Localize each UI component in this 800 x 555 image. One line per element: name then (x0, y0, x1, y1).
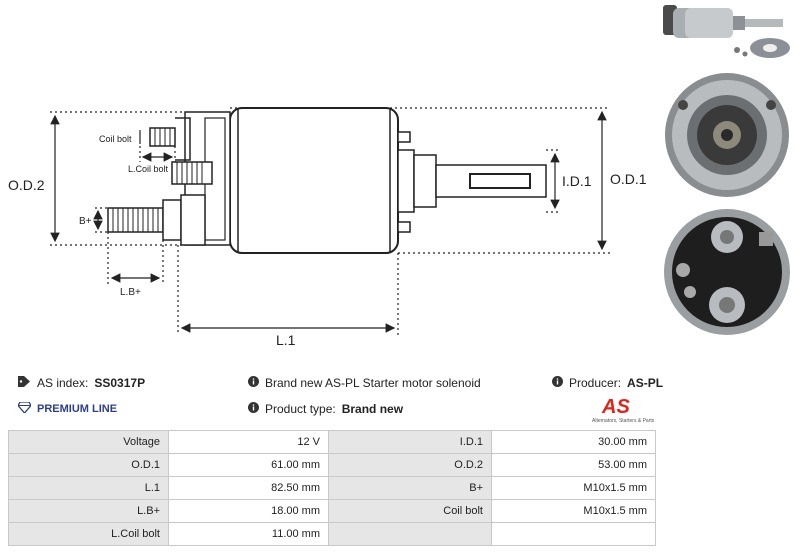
coil-bolt (149, 127, 176, 147)
spec-label: L.B+ (8, 499, 169, 523)
svg-text:AS: AS (601, 396, 630, 418)
solenoid-technical-drawing: O.D.2 O.D.1 I.D.1 L.1 L.B+ B+ Coil bolt … (8, 107, 647, 348)
product-photos (663, 5, 790, 335)
od1-label: O.D.1 (610, 171, 647, 187)
table-row: L.Coil bolt 11.00 mm (8, 522, 656, 546)
spec-label: Coil bolt (328, 499, 492, 523)
svg-text:Alternators, Starters & Parts: Alternators, Starters & Parts (592, 418, 655, 424)
info-icon (248, 376, 259, 390)
table-row: L.1 82.50 mm B+ M10x1.5 mm (8, 476, 656, 500)
spec-value: 82.50 mm (168, 476, 329, 500)
product-info: AS index: SS0317P PREMIUM LINE Brand new… (0, 372, 800, 427)
spec-label: L.1 (8, 476, 169, 500)
tag-icon (18, 376, 31, 390)
spec-label: Voltage (8, 430, 169, 454)
spec-label: O.D.1 (8, 453, 169, 477)
spec-table: Voltage 12 V I.D.1 30.00 mm O.D.1 61.00 … (8, 430, 656, 546)
b-plus-bolt (107, 207, 164, 233)
id1-label: I.D.1 (562, 173, 592, 189)
as-pl-logo: AS Alternators, Starters & Parts (588, 395, 668, 425)
table-row: Voltage 12 V I.D.1 30.00 mm (8, 430, 656, 454)
premium-line-label: PREMIUM LINE (37, 403, 118, 415)
spec-value: 18.00 mm (168, 499, 329, 523)
spec-label: B+ (328, 476, 492, 500)
spec-value: 53.00 mm (491, 453, 656, 477)
description: Brand new AS-PL Starter motor solenoid (248, 376, 481, 390)
as-index-label: AS index: (37, 376, 89, 390)
table-row: L.B+ 18.00 mm Coil bolt M10x1.5 mm (8, 499, 656, 523)
coil-bolt-label: Coil bolt (99, 134, 132, 144)
spec-label: L.Coil bolt (8, 522, 169, 546)
spec-value (491, 522, 656, 546)
product-type-value: Brand new (341, 402, 404, 416)
spec-value: 30.00 mm (491, 430, 656, 454)
producer-value: AS-PL (627, 376, 664, 390)
solenoid-body (229, 107, 399, 254)
description-text: Brand new AS-PL Starter motor solenoid (265, 376, 481, 390)
spec-label: O.D.2 (328, 453, 492, 477)
premium-line: PREMIUM LINE (17, 401, 118, 416)
spec-value: 12 V (168, 430, 329, 454)
product-type-label: Product type: (265, 402, 336, 416)
spec-value: 11.00 mm (168, 522, 329, 546)
diamond-icon (17, 401, 32, 416)
producer-label: Producer: (569, 376, 622, 390)
solenoid-end-photo (665, 73, 789, 197)
lb-plus-label: L.B+ (120, 287, 141, 298)
as-index: AS index: SS0317P (18, 376, 145, 390)
solenoid-side-photo (663, 5, 790, 58)
solenoid-terminal-photo (664, 209, 790, 335)
spec-label: I.D.1 (328, 430, 492, 454)
table-row: O.D.1 61.00 mm O.D.2 53.00 mm (8, 453, 656, 477)
producer: Producer: AS-PL (552, 376, 663, 390)
spec-value: M10x1.5 mm (491, 499, 656, 523)
as-index-value: SS0317P (94, 376, 146, 390)
info-icon (552, 376, 563, 390)
l1-label: L.1 (276, 332, 296, 348)
b-plus-label: B+ (79, 216, 92, 227)
l-coil-bolt-label: L.Coil bolt (128, 164, 169, 174)
spec-value: M10x1.5 mm (491, 476, 656, 500)
od2-label: O.D.2 (8, 177, 45, 193)
info-icon (248, 402, 259, 416)
product-type: Product type: Brand new (248, 402, 403, 416)
spec-value: 61.00 mm (168, 453, 329, 477)
spec-label (328, 522, 492, 546)
